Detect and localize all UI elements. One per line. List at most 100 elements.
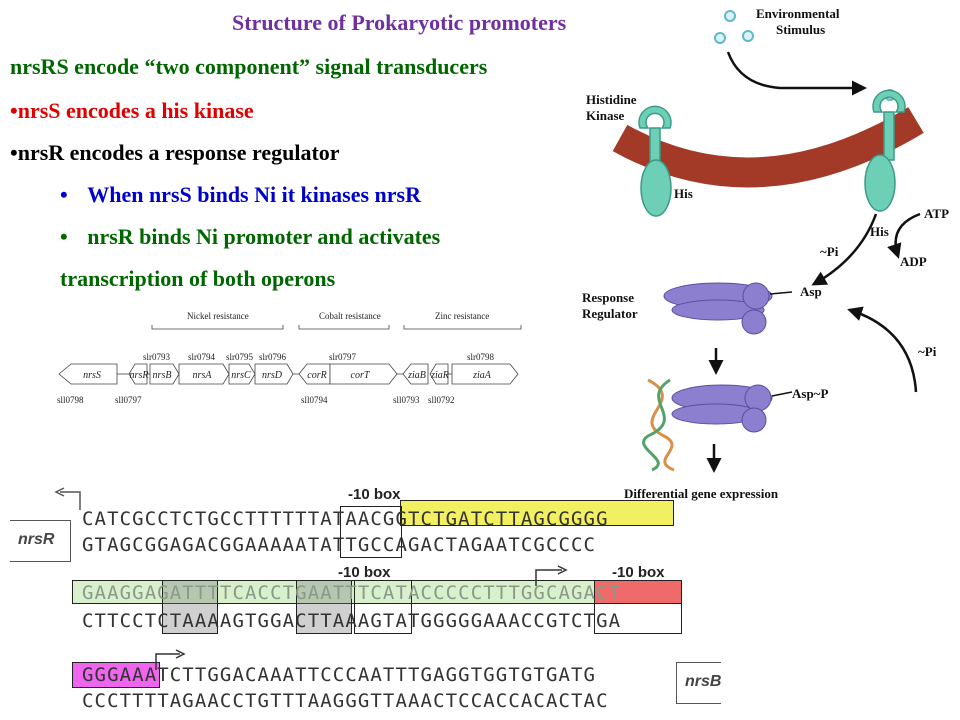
gene-arrow-nrsa [178, 363, 230, 385]
response-regulator-label: Response [582, 290, 634, 305]
green-highlight [72, 580, 596, 604]
pi-label-right: ~Pi [918, 344, 937, 359]
gene-id-sll0798: sll0798 [57, 395, 84, 405]
gene-label-cort: corT [351, 370, 371, 381]
gene-id-slr0794: slr0794 [188, 352, 216, 362]
minus10-box-frame [594, 580, 682, 634]
kinase-body-left [640, 159, 672, 217]
binding-site-box [296, 580, 352, 634]
nrsr-gene-box: nrsR [10, 520, 71, 562]
kinase-body-right [864, 154, 896, 212]
regulator-head [741, 309, 767, 335]
gene-label-nrsc: nrsC [231, 370, 251, 381]
gene-id-sll0797: sll0797 [115, 395, 142, 405]
gene-id-sll0794: sll0794 [301, 395, 328, 405]
asp-label: Asp [800, 284, 822, 299]
stimulus-molecule [714, 32, 726, 44]
promoter-sequence-panel: nrsR nrsB -10 box CATCGCCTCTGCCTTTTTTATA… [0, 480, 722, 720]
red-highlight [594, 580, 682, 604]
slide-title: Structure of Prokaryotic promoters [232, 10, 567, 35]
sequence-row2-bottom: CTTCCTCTAAAAGTGGACTTAAAGTATGGGGGAAACCGTC… [82, 610, 622, 632]
group-nickel: Nickel resistance [187, 311, 249, 321]
group-zinc: Zinc resistance [435, 311, 489, 321]
env-stimulus-label: Stimulus [776, 22, 825, 37]
bracket-zinc [403, 325, 522, 330]
asp-p-label: Asp~P [792, 386, 828, 401]
gene-label-nrsr: nrsR [130, 370, 149, 381]
sequence-row2-top: GAAGGAGATTTTCACCTGAATTTCATACCCCCTTTGGCAG… [82, 582, 622, 604]
response-regulator-line: •nrsR encodes a response regulator [10, 140, 340, 165]
minus10-box-label: -10 box [612, 564, 665, 581]
gene-label-corr: corR [307, 370, 326, 381]
bracket-cobalt [298, 325, 390, 330]
stimulus-molecule [742, 30, 754, 42]
gene-arrow-ziaa [451, 363, 519, 385]
nrsr-direction-arrow [54, 487, 81, 510]
gene-arrow-nrsd [254, 363, 294, 385]
bullet-symbol: • [60, 224, 68, 249]
stimulus-arrow [726, 51, 867, 96]
dna-strand [647, 378, 675, 472]
operon-map: Nickel resistance Cobalt resistance Zinc… [57, 311, 522, 405]
nrsr-label: nrsR [18, 531, 55, 548]
regulator-head-bound [741, 407, 767, 433]
response-regulator-label: Regulator [582, 306, 638, 321]
gene-id-sll0793: sll0793 [393, 395, 420, 405]
phosphotransfer-arrow [811, 213, 878, 286]
gene-label-nrsd: nrsD [262, 370, 283, 381]
his-kinase-line: •nrsS encodes a his kinase [10, 98, 254, 123]
sequence-row3-top: GGGAAATCTTGGACAAATTCCCAATTTGAGGTGGTGTGAT… [82, 664, 597, 686]
dna-strand [642, 378, 671, 472]
kinase-stalk-right [883, 111, 895, 161]
gene-arrow-cort [329, 363, 398, 385]
asp-p-pointer [771, 391, 793, 397]
bullet-kinase-text: When nrsS binds Ni it kinases nrsR [87, 182, 421, 207]
gene-label-ziaa: ziaA [472, 370, 492, 381]
bullet-symbol: • [60, 182, 68, 207]
minus10-box-frame [354, 580, 412, 634]
summary-line: nrsRS encode “two component” signal tran… [10, 54, 488, 79]
gene-id-slr0797: slr0797 [329, 352, 357, 362]
atp-adp-arrow [887, 212, 921, 259]
asp-pointer [769, 291, 793, 295]
two-component-diagram: Environmental Stimulus cytoplasmic membr… [582, 6, 949, 501]
regulator-head-bound [744, 384, 772, 412]
gene-id-slr0796: slr0796 [259, 352, 287, 362]
atp-label: ATP [924, 206, 949, 221]
regulator-head [742, 282, 770, 310]
magenta-highlight [72, 662, 160, 688]
bullet-activates: • nrsR binds Ni promoter and activates [60, 224, 440, 250]
minus10-box-label: -10 box [338, 564, 391, 581]
sequence-row3-bottom: CCCTTTTAGAACCTGTTTAAGGGTTAAACTCCACCACACT… [82, 690, 609, 712]
pi-label-top: ~Pi [820, 244, 839, 259]
gene-id-slr0798: slr0798 [467, 352, 495, 362]
regulator-domain [671, 299, 765, 321]
his-label-right: His [870, 224, 889, 239]
tss-arrow [155, 649, 186, 670]
sequence-row1-bottom: GTAGCGGAGACGGAAAAATATTGCCAGACTAGAATCGCCC… [82, 534, 597, 556]
bullet-activates-cont: transcription of both operons [60, 266, 336, 291]
gene-label-nrsb: nrsB [153, 370, 172, 381]
his-label-left: His [674, 186, 693, 201]
minus10-box-frame [340, 506, 402, 558]
bracket-nickel [151, 325, 284, 330]
yellow-highlight [400, 500, 674, 526]
gene-id-slr0793: slr0793 [143, 352, 171, 362]
gene-label-nrsa: nrsA [193, 370, 213, 381]
binding-site-box [162, 580, 218, 634]
tss-arrow [535, 565, 568, 586]
nrsb-label: nrsB [685, 673, 722, 690]
dephosphorylation-arrow [847, 306, 918, 393]
bullet-activates-text: nrsR binds Ni promoter and activates [87, 224, 441, 249]
gene-id-sll0792: sll0792 [428, 395, 455, 405]
gene-id-slr0795: slr0795 [226, 352, 254, 362]
group-cobalt: Cobalt resistance [319, 311, 381, 321]
gene-arrow-nrsb [149, 363, 180, 385]
gene-arrow-nrsc [228, 363, 256, 385]
output-label: Differential gene expression [624, 486, 779, 501]
gene-arrow-ziab [402, 363, 429, 385]
kinase-sensor-left [638, 105, 672, 129]
membrane-label: cytoplasmic membrane [709, 103, 843, 131]
histidine-kinase-label: Histidine [586, 92, 637, 107]
kinase-sensor-right [872, 89, 906, 113]
